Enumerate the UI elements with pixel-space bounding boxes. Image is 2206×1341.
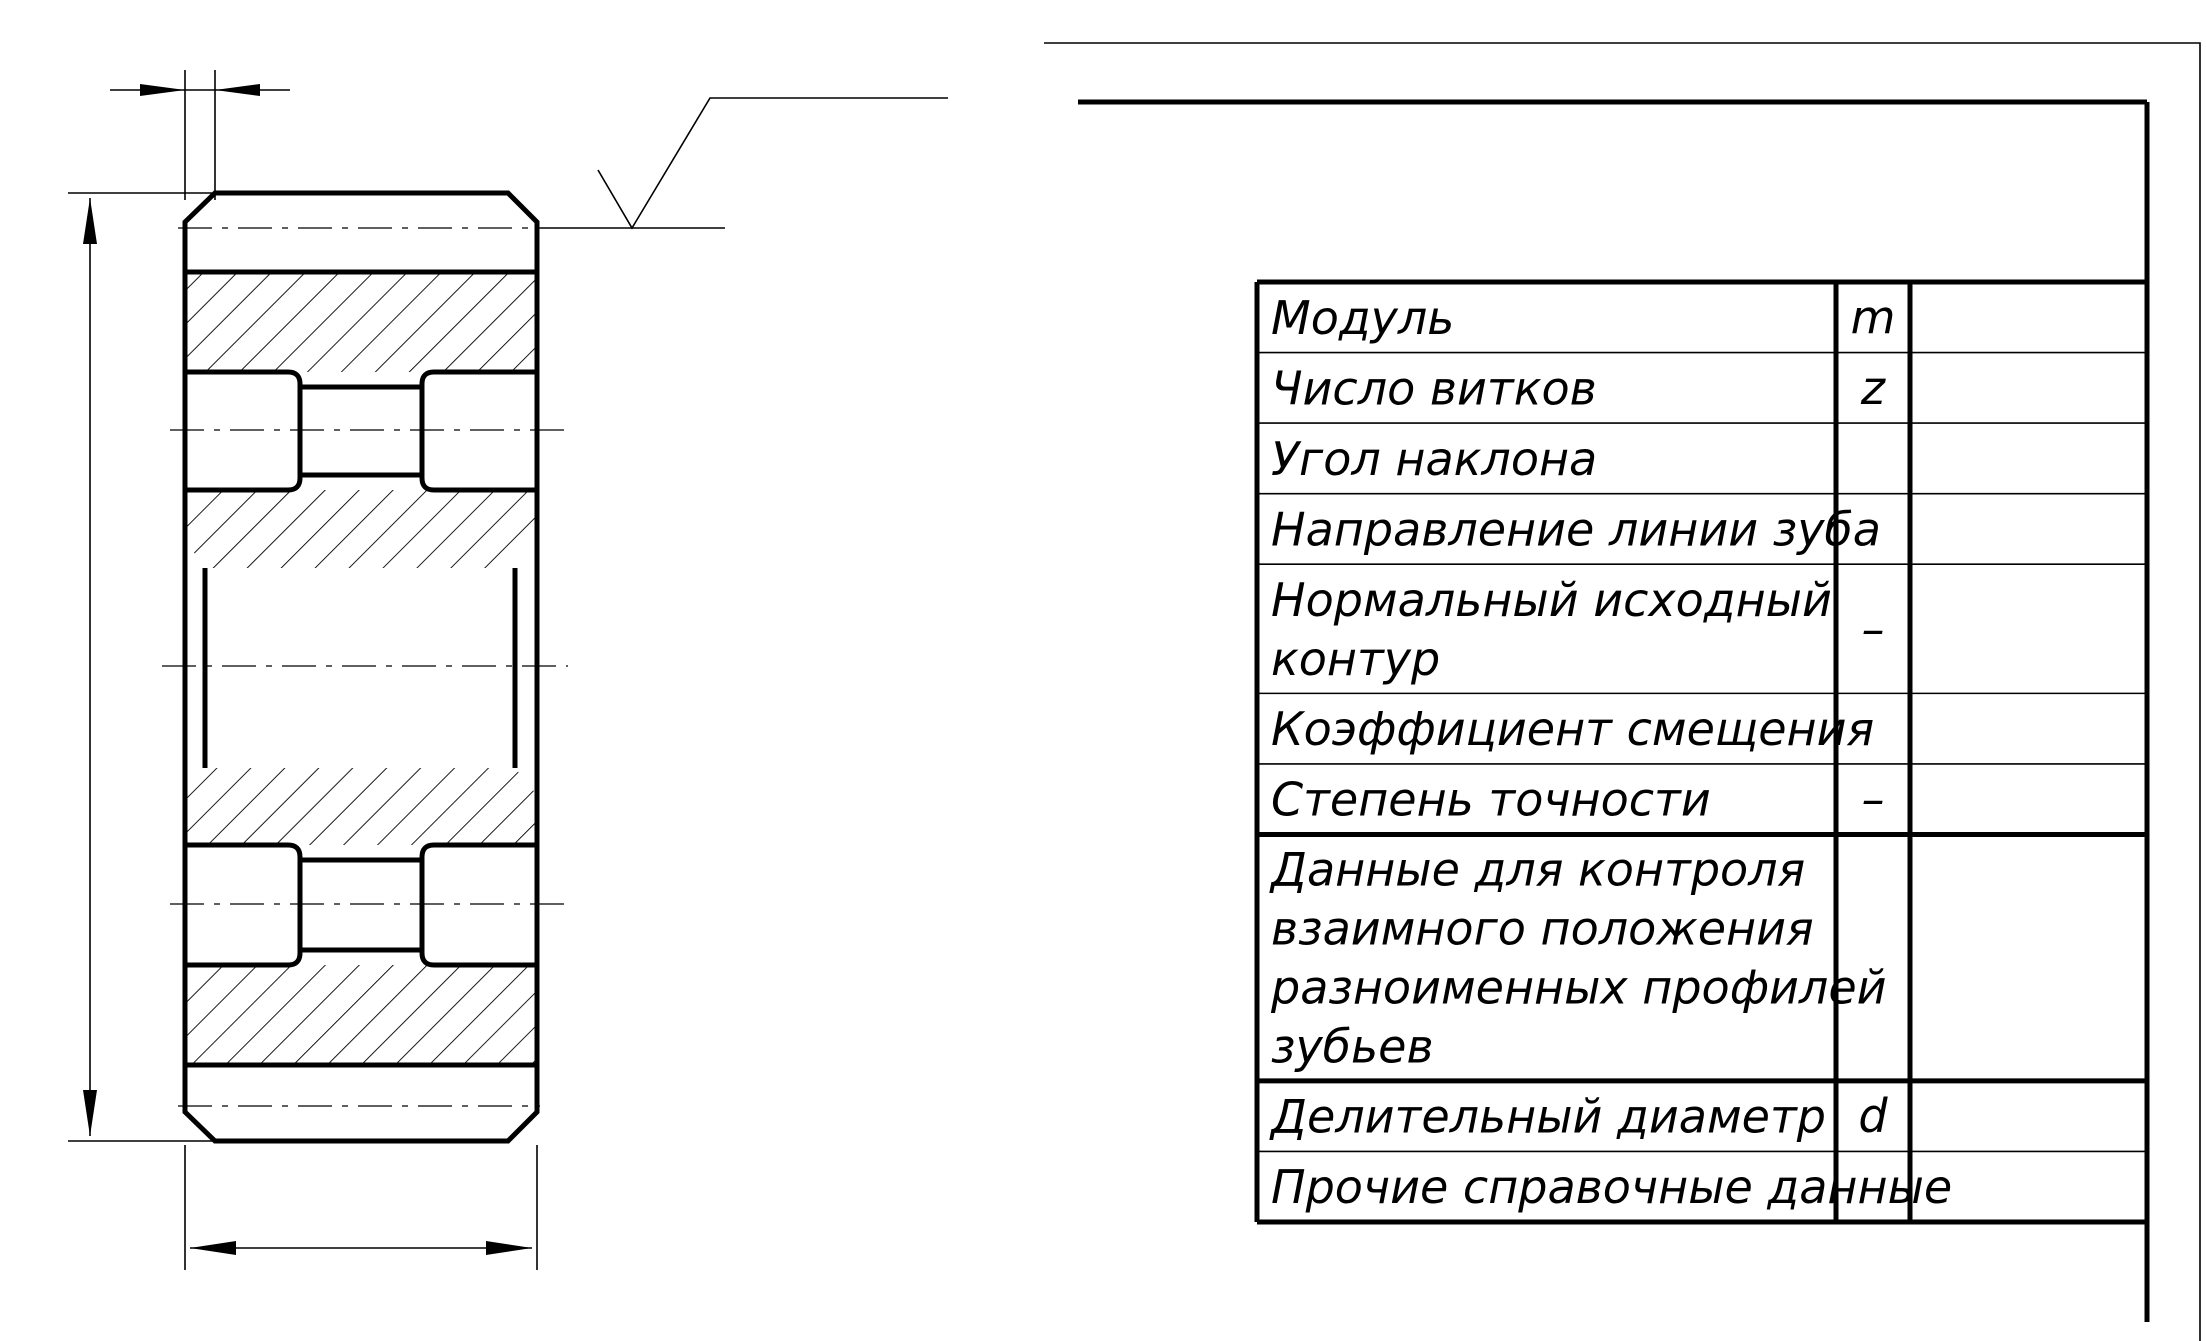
param-name: Делительный диаметр	[1269, 1090, 1826, 1144]
param-name: зубьев	[1271, 1020, 1434, 1074]
center-lines	[162, 227, 568, 1107]
param-name: Угол наклона	[1271, 432, 1597, 486]
width-dimension	[184, 1145, 538, 1270]
diameter-dimension	[68, 192, 212, 1142]
param-name: Данные для контроля	[1269, 843, 1805, 897]
param-name: Нормальный исходный	[1271, 573, 1832, 627]
param-symbol: m	[1851, 290, 1896, 344]
param-name: Модуль	[1271, 291, 1454, 345]
param-name: разноименных профилей	[1270, 961, 1887, 1015]
param-name: Число витков	[1271, 361, 1597, 415]
roughness-symbol	[540, 97, 948, 230]
param-symbol: d	[1858, 1089, 1888, 1143]
param-name: контур	[1271, 632, 1440, 686]
param-symbol: z	[1860, 361, 1886, 415]
param-name: Прочие справочные данные	[1271, 1160, 1952, 1214]
worm-wheel-section	[68, 70, 948, 1270]
lower-groove	[185, 842, 537, 968]
param-name: Направление линии зуба	[1271, 502, 1881, 556]
sheet-frame	[1044, 42, 2201, 1341]
param-symbol: –	[1862, 772, 1885, 826]
wheel-outline	[182, 190, 540, 1144]
upper-groove	[185, 369, 537, 493]
param-name: Коэффициент смещения	[1271, 702, 1874, 756]
param-symbol: –	[1862, 602, 1885, 656]
chamfer-dimension	[110, 70, 290, 200]
param-name: Степень точности	[1271, 773, 1711, 827]
section-hatching	[185, 272, 537, 1065]
bore	[202, 568, 518, 768]
param-name: взаимного положения	[1271, 902, 1814, 956]
